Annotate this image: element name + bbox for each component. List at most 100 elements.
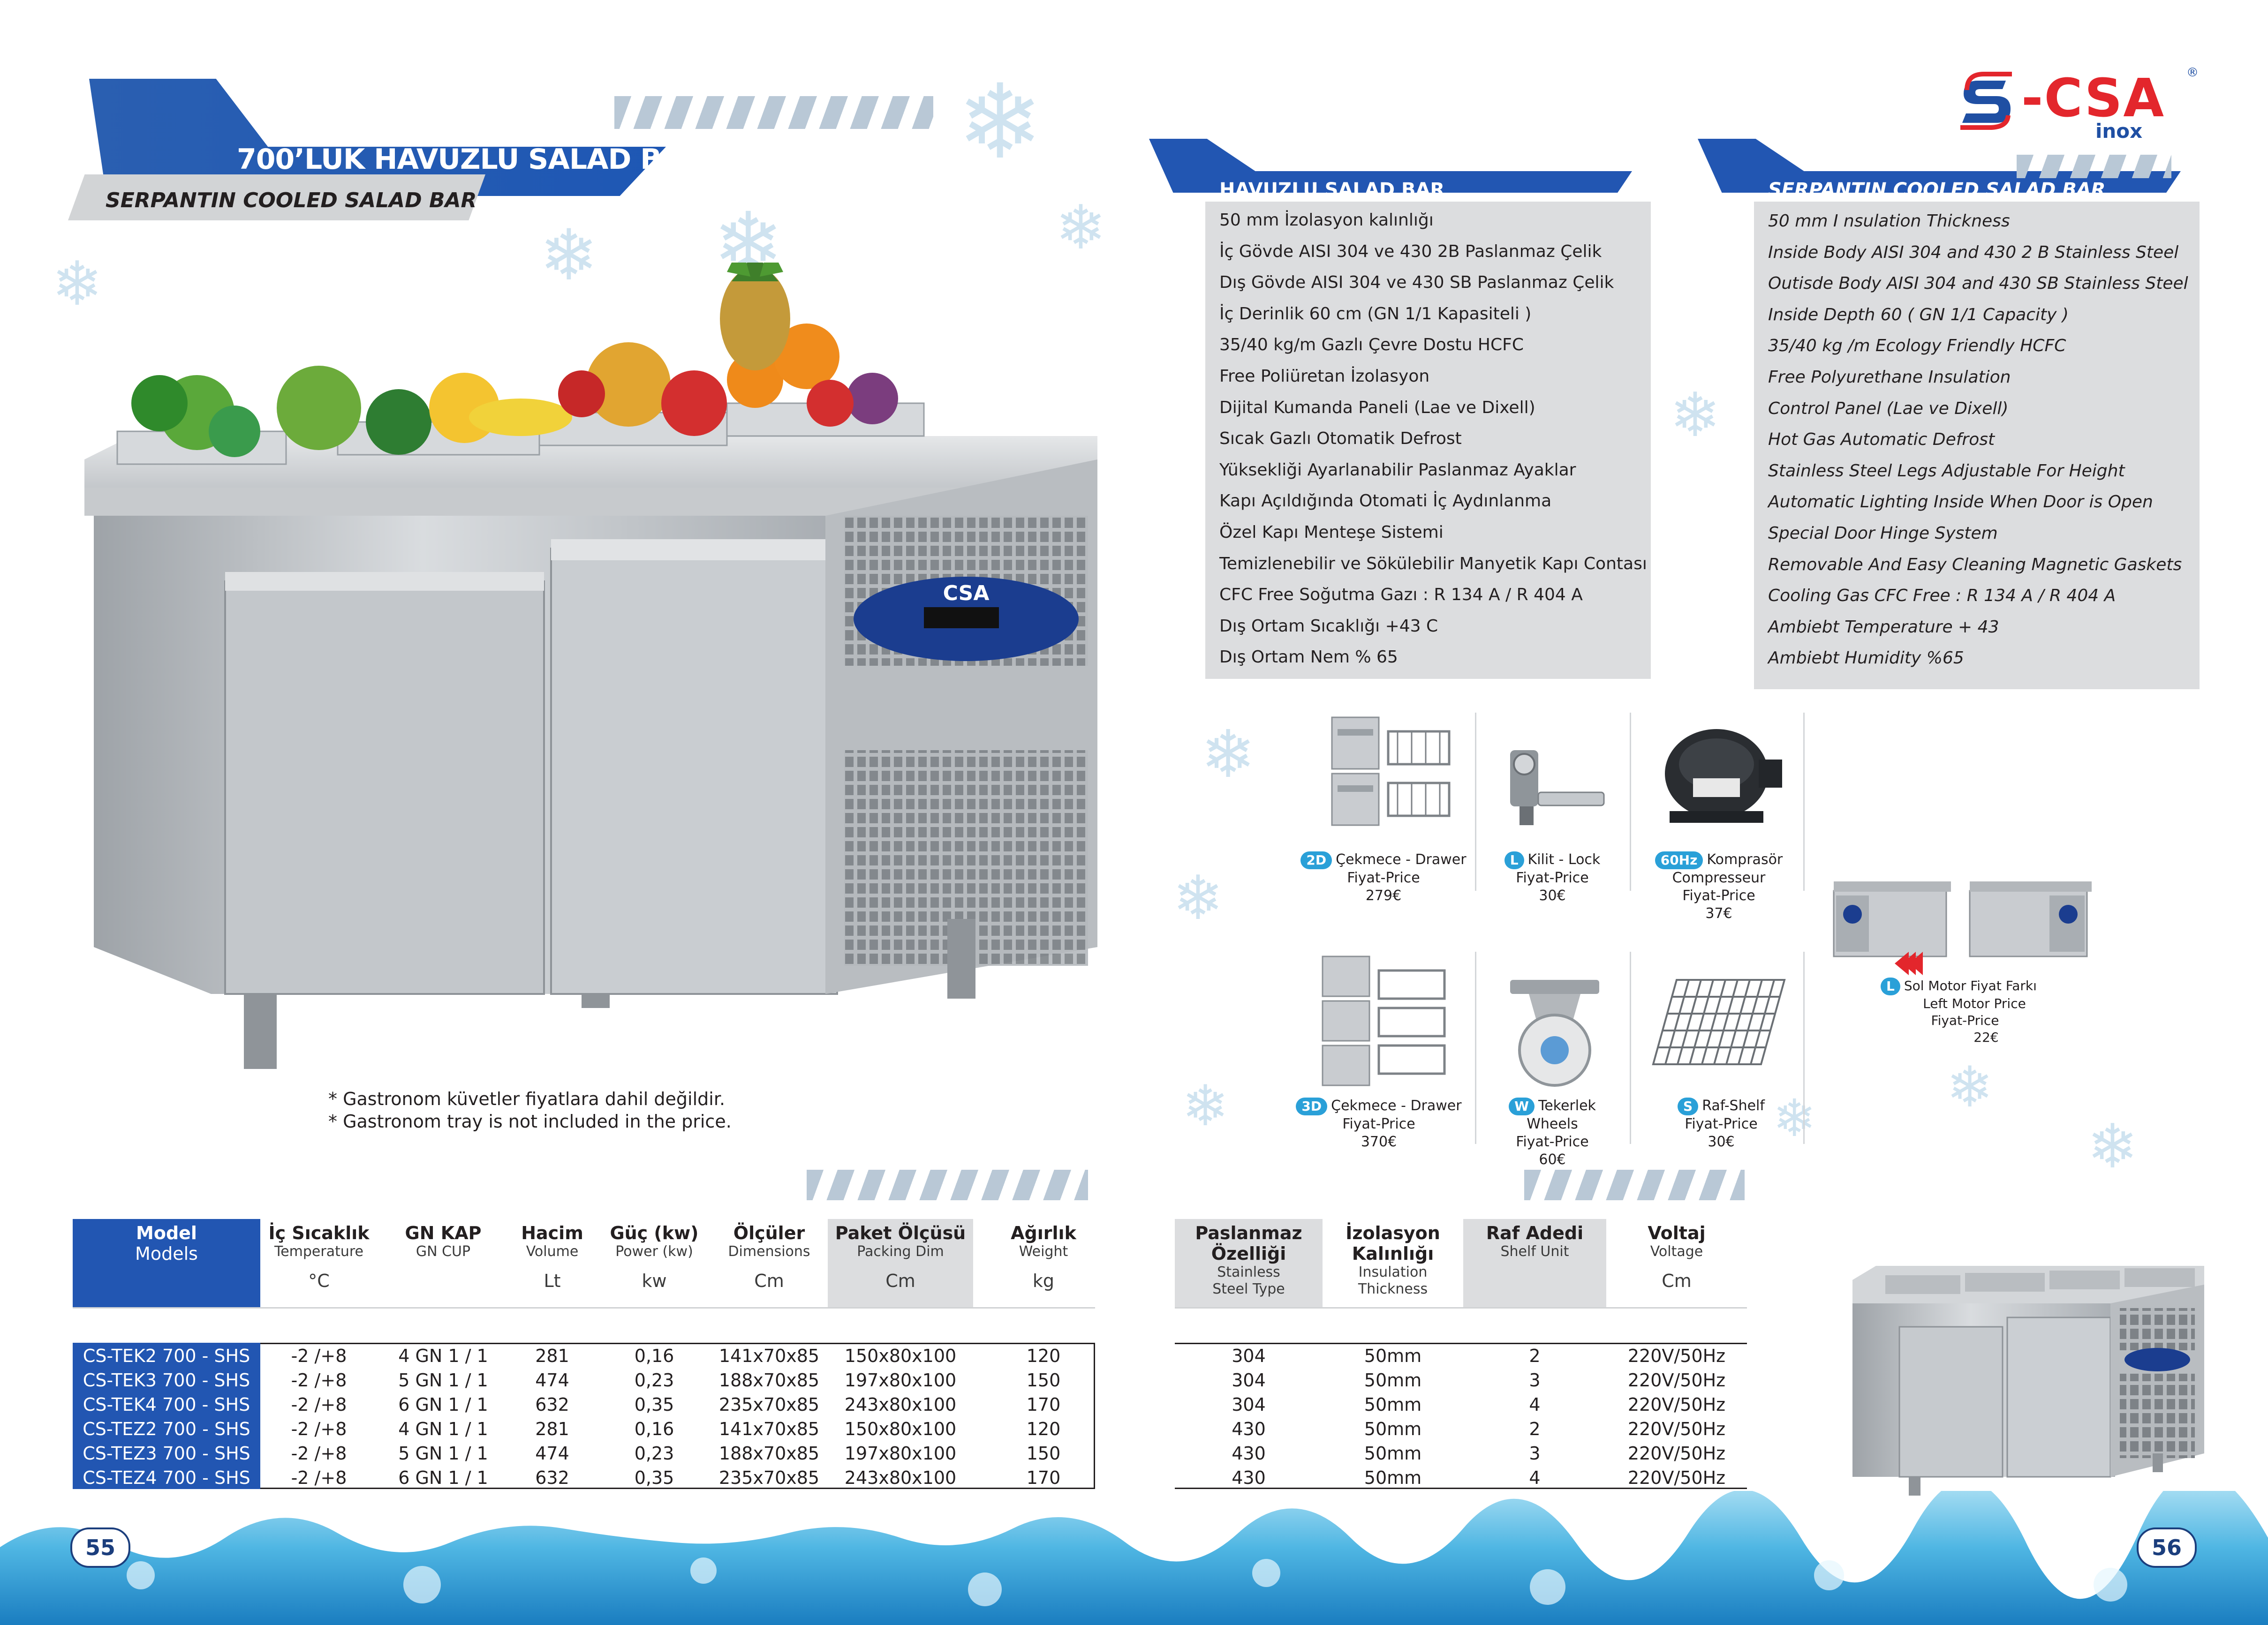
- col-unit: kg: [1032, 1271, 1055, 1291]
- col-unit: Lt: [544, 1271, 561, 1291]
- panel-stripes: [2017, 155, 2171, 178]
- table-cell: 304: [1232, 1370, 1266, 1391]
- table-cell: 197x80x100: [844, 1370, 957, 1391]
- door-right: [550, 548, 838, 995]
- table-cell: 141x70x85: [718, 1346, 820, 1366]
- divider: [1803, 713, 1805, 891]
- table-cell: 3: [1529, 1370, 1541, 1391]
- table-cell: 632: [535, 1467, 569, 1488]
- table-cell: 220V/50Hz: [1627, 1394, 1726, 1415]
- col-unit: Cm: [885, 1271, 915, 1291]
- table-cell: 304: [1232, 1346, 1266, 1366]
- price-value: 370€: [1361, 1133, 1397, 1150]
- col-subtitle: Temperature: [274, 1243, 364, 1260]
- col-subtitle: Insulation: [1358, 1264, 1428, 1280]
- brand-sub: inox: [2095, 120, 2143, 143]
- col-subtitle-2: Steel Type: [1212, 1281, 1285, 1297]
- col-unit: kw: [642, 1271, 667, 1291]
- table-cell: 50mm: [1364, 1419, 1422, 1439]
- col-subtitle: Dimensions: [728, 1243, 810, 1260]
- table-cell: 474: [535, 1370, 569, 1391]
- spec-item: Temizlenebilir ve Sökülebilir Manyetik K…: [1219, 554, 1647, 573]
- arrow-left-icon: [1895, 952, 1923, 975]
- left-motor-line2: Left Motor Price: [1923, 996, 2026, 1011]
- accessory-name: Kilit - Lock: [1527, 851, 1601, 868]
- badge-2d: 2D: [1300, 851, 1332, 869]
- table-cell: 5 GN 1 / 1: [398, 1370, 488, 1391]
- divider: [1803, 952, 1805, 1144]
- spec-item: 35/40 kg/m Gazlı Çevre Dostu HCFC: [1219, 335, 1524, 355]
- spec-item: İç Derinlik 60 cm (GN 1/1 Kapasiteli ): [1219, 304, 1532, 323]
- table-cell: 0,16: [634, 1419, 674, 1439]
- spec-item: Kapı Açıldığında Otomati İç Aydınlanma: [1219, 491, 1552, 511]
- table-cell: 6 GN 1 / 1: [398, 1467, 488, 1488]
- spec-item: CFC Free Soğutma Gazı : R 134 A / R 404 …: [1219, 585, 1583, 605]
- col-subtitle: Shelf Unit: [1500, 1243, 1569, 1260]
- table-cell: -2 /+8: [291, 1419, 347, 1439]
- table-cell: 150x80x100: [844, 1419, 957, 1439]
- shelf-icon: [1652, 979, 1786, 1065]
- divider: [1475, 952, 1476, 1144]
- left-motor-line1: Sol Motor Fiyat Farkı: [1904, 978, 2037, 993]
- table-cell: 4 GN 1 / 1: [398, 1419, 488, 1439]
- col-title: İzolasyon: [1346, 1223, 1440, 1243]
- col-unit: Cm: [754, 1271, 784, 1291]
- col-header-temp: İç Sıcaklık Temperature °C: [260, 1223, 378, 1291]
- spec-item: Inside Body AISI 304 and 430 2 B Stainle…: [1768, 242, 2179, 262]
- col-subtitle: Power (kw): [615, 1243, 693, 1260]
- table-cell: 150x80x100: [844, 1346, 957, 1366]
- table-cell: 2: [1529, 1346, 1541, 1366]
- model-cell: CS-TEZ3 700 - SHS: [83, 1443, 250, 1464]
- spec-item: Dış Ortam Sıcaklığı +43 C: [1219, 616, 1438, 636]
- spec-item: Control Panel (Lae ve Dixell): [1768, 399, 2009, 418]
- snowflake-icon: ❄: [1172, 862, 1224, 933]
- table-cell: 197x80x100: [844, 1443, 957, 1464]
- table-cell: 170: [1026, 1394, 1061, 1415]
- table-cell: 220V/50Hz: [1627, 1370, 1726, 1391]
- col-subtitle: Stainless: [1217, 1264, 1280, 1280]
- snowflake-icon: ❄: [539, 215, 598, 296]
- table-cell: 220V/50Hz: [1627, 1467, 1726, 1488]
- table-cell: 0,35: [634, 1394, 674, 1415]
- spec-panel-tr-bg: [1205, 202, 1651, 679]
- price-label: Fiyat-Price: [1516, 1133, 1589, 1150]
- badge-60hz: 60Hz: [1655, 851, 1703, 869]
- table-cell: 2: [1529, 1419, 1541, 1439]
- table-cell: -2 /+8: [291, 1346, 347, 1366]
- salad-bar-thumbnail: [1852, 1266, 2204, 1496]
- spec-item: Removable And Easy Cleaning Magnetic Gas…: [1768, 555, 2182, 574]
- drawer-3-icon: [1322, 955, 1446, 1086]
- col-title: Model: [136, 1223, 197, 1243]
- table-cell: 632: [535, 1394, 569, 1415]
- badge-left-motor: L: [1881, 978, 1900, 995]
- lock-icon: [1510, 750, 1605, 825]
- page-subtitle: SERPANTIN COOLED SALAD BAR: [106, 188, 477, 212]
- model-cell: CS-TEK3 700 - SHS: [83, 1370, 250, 1391]
- table-cell: 150: [1026, 1443, 1061, 1464]
- col-title: Voltaj: [1648, 1223, 1706, 1243]
- price-label: Fiyat-Price: [1685, 1115, 1758, 1132]
- accessory-name: Çekmece - Drawer: [1331, 1098, 1462, 1114]
- table-cell: 3: [1529, 1443, 1541, 1464]
- brand-registered-mark: ®: [2186, 66, 2199, 80]
- table-cell: 5 GN 1 / 1: [398, 1443, 488, 1464]
- table-cell: -2 /+8: [291, 1370, 347, 1391]
- col-title-2: Özelliği: [1211, 1243, 1286, 1264]
- col-title: Paslanmaz: [1195, 1223, 1302, 1243]
- divider: [1630, 713, 1631, 891]
- right-header-bg-3: [1463, 1219, 1606, 1307]
- accessory-name-en: Wheels: [1527, 1115, 1578, 1132]
- snowflake-icon: ❄: [1773, 1088, 1816, 1148]
- spec-item: 35/40 kg /m Ecology Friendly HCFC: [1768, 336, 2066, 356]
- spec-item: Sıcak Gazlı Otomatik Defrost: [1219, 429, 1462, 449]
- table-cell: 6 GN 1 / 1: [398, 1394, 488, 1415]
